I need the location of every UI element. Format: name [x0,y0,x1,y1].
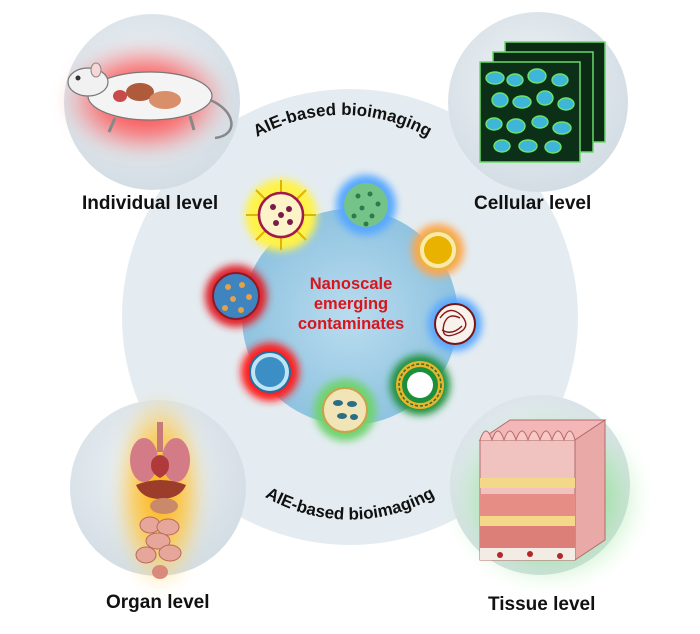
cell-culture-stack-icon [479,41,606,163]
liposome-ring-icon [390,355,450,415]
micelle-particle-icon [314,379,376,441]
mouse-icon [67,62,233,140]
individual-level-label: Individual level [82,193,219,214]
cellular-level-label: Cellular level [474,193,592,214]
mesh-sphere-icon [428,297,482,351]
green-dotted-sphere-icon [336,175,396,235]
organs-icon [130,422,190,579]
tissue-block-icon [478,419,607,561]
yellow-sphere-icon [412,224,464,276]
orange-dotted-sphere-icon [205,265,267,327]
individual-level-panel [60,14,240,190]
center-label-line-2: emerging [313,295,389,313]
organ-level-panel [70,392,246,592]
cellular-level-panel [448,12,628,192]
tissue-level-panel [448,395,648,590]
organ-level-label: Organ level [106,592,210,613]
center-label-line-3: contaminates [297,315,405,333]
yellow-spiky-particle-icon [245,179,317,251]
blue-core-shell-icon [241,343,299,401]
center-label-line-1: Nanoscale [309,275,393,293]
center-label: Nanoscale emerging contaminates [266,274,436,334]
tissue-level-label: Tissue level [488,594,596,615]
